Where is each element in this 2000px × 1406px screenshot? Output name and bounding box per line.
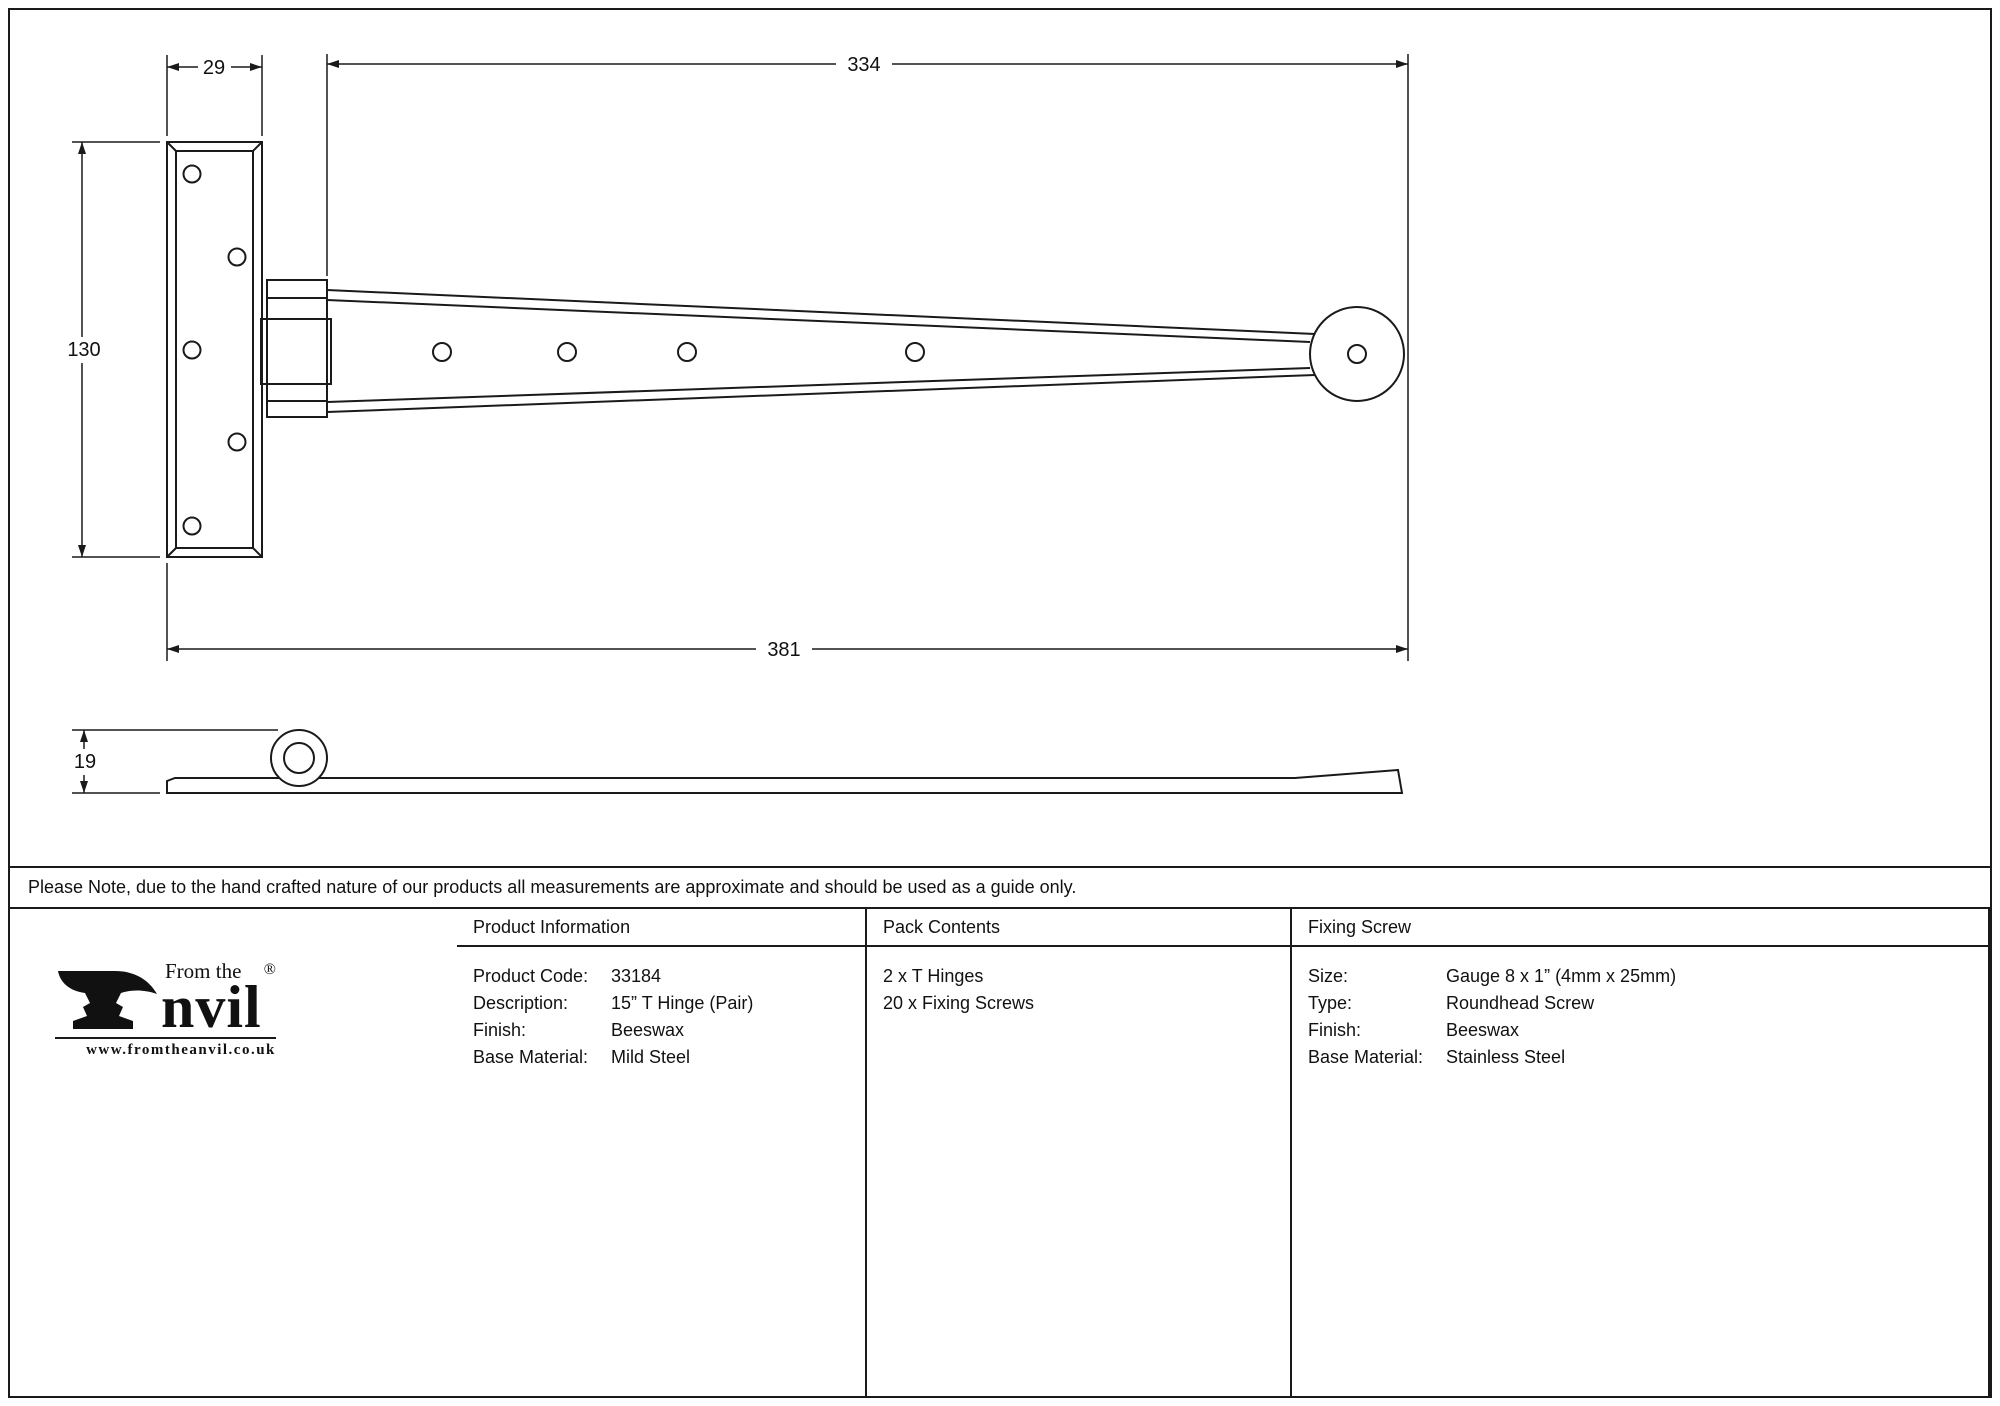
screw-size-value: Gauge 8 x 1” (4mm x 25mm) <box>1446 966 1677 986</box>
hinge-drawing-svg: 29 334 130 381 19 <box>62 52 1409 794</box>
fixing-screw-header: Fixing Screw <box>1292 909 1990 947</box>
screw-base-material-value: Stainless Steel <box>1446 1047 1566 1067</box>
logo-prefix: From the <box>165 959 242 983</box>
brand-cell: From the nvil ® www.fromtheanvil.co.uk <box>10 909 457 1396</box>
dimension-arrows <box>78 60 1408 793</box>
dim-label-plate-width: 29 <box>203 57 225 79</box>
product-code-row: Product Code: 33184 <box>473 963 849 990</box>
finish-value: Beeswax <box>611 1020 685 1040</box>
pack-contents-content: 2 x T Hinges 20 x Fixing Screws <box>867 947 1292 1396</box>
spec-table: Product Information Pack Contents Fixing… <box>10 907 1990 1396</box>
dimension-lines <box>72 54 1409 794</box>
description-value: 15” T Hinge (Pair) <box>611 993 754 1013</box>
product-code-value: 33184 <box>611 966 662 986</box>
logo-name: nvil <box>161 974 262 1040</box>
hinge-front-view <box>166 141 1405 558</box>
product-information-header: Product Information <box>457 909 867 947</box>
registered-mark: ® <box>263 961 276 978</box>
pack-item-hinges: 2 x T Hinges <box>883 966 984 986</box>
screw-finish-label: Finish: <box>1308 1020 1362 1040</box>
screw-base-material-label: Base Material: <box>1308 1047 1424 1067</box>
dim-label-plate-height: 130 <box>67 339 100 361</box>
screw-size-label: Size: <box>1308 966 1349 986</box>
dim-label-total-length: 381 <box>767 639 800 661</box>
description-label: Description: <box>473 993 569 1013</box>
base-material-label: Base Material: <box>473 1047 589 1067</box>
dim-label-strap-length: 334 <box>847 54 880 76</box>
finish-row: Finish: Beeswax <box>473 1017 849 1044</box>
finish-label: Finish: <box>473 1020 527 1040</box>
screw-size-row: Size: Gauge 8 x 1” (4mm x 25mm) <box>1308 963 1972 990</box>
pack-contents-header: Pack Contents <box>867 909 1292 947</box>
anvil-logo: From the nvil ® www.fromtheanvil.co.uk <box>55 961 276 1059</box>
screw-base-material-row: Base Material: Stainless Steel <box>1308 1044 1972 1071</box>
base-material-value: Mild Steel <box>611 1047 691 1067</box>
base-material-row: Base Material: Mild Steel <box>473 1044 849 1071</box>
screw-finish-value: Beeswax <box>1446 1020 1520 1040</box>
measurement-note: Please Note, due to the hand crafted nat… <box>10 866 1990 907</box>
fixing-screw-content: Size: Gauge 8 x 1” (4mm x 25mm) Type: Ro… <box>1292 947 1990 1396</box>
pack-item-screws: 20 x Fixing Screws <box>883 993 1035 1013</box>
dimension-labels: 29 334 130 381 19 <box>62 52 892 775</box>
anvil-icon <box>58 971 157 1029</box>
hinge-side-view <box>166 729 1404 794</box>
technical-drawing: 29 334 130 381 19 <box>10 10 1990 866</box>
product-code-label: Product Code: <box>473 966 589 986</box>
description-row: Description: 15” T Hinge (Pair) <box>473 990 849 1017</box>
screw-finish-row: Finish: Beeswax <box>1308 1017 1972 1044</box>
screw-type-row: Type: Roundhead Screw <box>1308 990 1972 1017</box>
screw-type-label: Type: <box>1308 993 1353 1013</box>
product-information-content: Product Code: 33184 Description: 15” T H… <box>457 947 867 1396</box>
logo-website: www.fromtheanvil.co.uk <box>55 1037 276 1059</box>
dim-label-side-height: 19 <box>74 751 96 773</box>
screw-type-value: Roundhead Screw <box>1446 993 1595 1013</box>
sheet-frame: 29 334 130 381 19 Please Note, due to th… <box>8 8 1992 1398</box>
